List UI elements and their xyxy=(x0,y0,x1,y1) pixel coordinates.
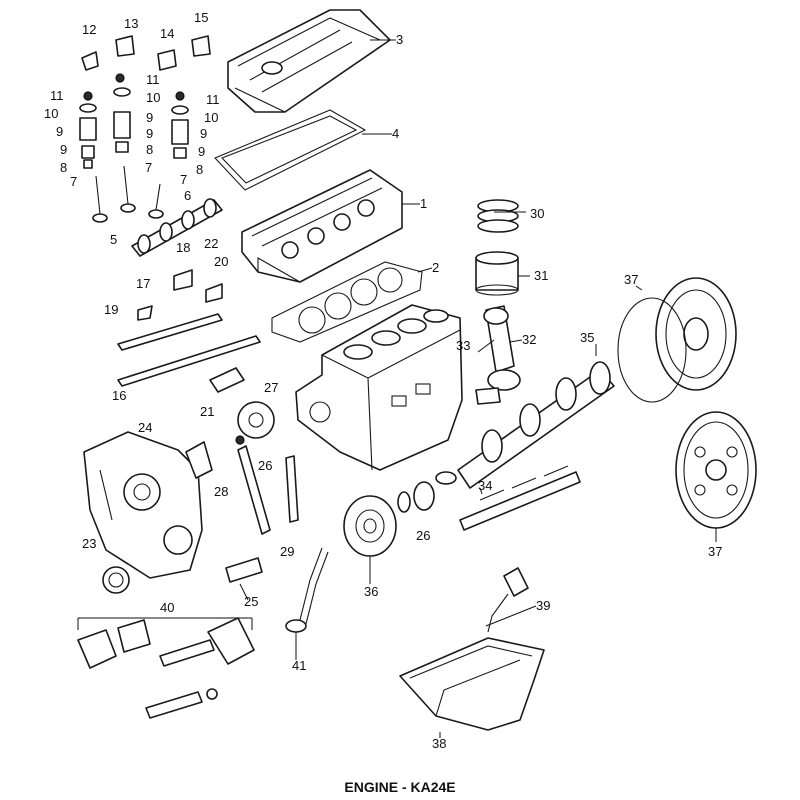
crank-sprocket xyxy=(397,471,457,513)
engine-block xyxy=(295,304,463,471)
cylinder-head xyxy=(241,169,403,283)
callout-9d: 9 xyxy=(146,126,153,141)
camshaft xyxy=(131,198,223,257)
callout-9c: 9 xyxy=(146,110,153,125)
valve-train xyxy=(79,35,211,223)
rocker-shafts xyxy=(117,269,261,393)
callout-7c: 7 xyxy=(180,172,187,187)
piston-rings xyxy=(477,199,519,233)
callout-25: 25 xyxy=(244,594,258,609)
valve-cover-gasket xyxy=(214,109,367,191)
callout-13: 13 xyxy=(124,16,138,31)
callout-17: 17 xyxy=(136,276,150,291)
callout-30: 30 xyxy=(530,206,544,221)
flywheel xyxy=(617,277,737,403)
callout-10b: 10 xyxy=(146,90,160,105)
main-bearings xyxy=(459,465,581,531)
callout-27: 27 xyxy=(264,380,278,395)
callout-40: 40 xyxy=(160,600,174,615)
callout-11a: 11 xyxy=(50,88,64,103)
callout-14: 14 xyxy=(160,26,174,41)
leader-lines xyxy=(77,39,717,738)
callout-36: 36 xyxy=(364,584,378,599)
callout-16: 16 xyxy=(112,388,126,403)
callout-37a: 37 xyxy=(624,272,638,287)
head-gasket xyxy=(271,261,423,343)
flexplate xyxy=(675,411,757,529)
callout-3: 3 xyxy=(396,32,403,47)
crankshaft xyxy=(457,361,615,489)
chain-tensioner xyxy=(185,441,213,479)
callout-10a: 10 xyxy=(44,106,58,121)
callout-41: 41 xyxy=(292,658,306,673)
callout-9f: 9 xyxy=(198,144,205,159)
callout-4: 4 xyxy=(392,126,399,141)
callout-34: 34 xyxy=(478,478,492,493)
callout-labels: 1 2 3 4 5 6 7 7 7 8 8 8 9 9 9 9 9 9 10 1… xyxy=(44,10,722,751)
oil-pan xyxy=(399,637,545,731)
callout-37b: 37 xyxy=(708,544,722,559)
callout-35: 35 xyxy=(580,330,594,345)
diagram-caption: ENGINE - KA24E xyxy=(344,779,455,795)
callout-32: 32 xyxy=(522,332,536,347)
callout-19: 19 xyxy=(104,302,118,317)
callout-28: 28 xyxy=(214,484,228,499)
callout-23: 23 xyxy=(82,536,96,551)
valve-cover xyxy=(227,9,391,113)
callout-26a: 26 xyxy=(258,458,272,473)
callout-18: 18 xyxy=(176,240,190,255)
callout-7a: 7 xyxy=(70,174,77,189)
callout-24: 24 xyxy=(138,420,152,435)
callout-9e: 9 xyxy=(200,126,207,141)
callout-26b: 26 xyxy=(416,528,430,543)
crank-pulley xyxy=(343,495,397,557)
oil-pump-drive xyxy=(225,557,263,583)
callout-15: 15 xyxy=(194,10,208,25)
callout-29: 29 xyxy=(280,544,294,559)
piston xyxy=(475,251,519,296)
callout-8a: 8 xyxy=(60,160,67,175)
callout-9a: 9 xyxy=(56,124,63,139)
timing-chain-guides xyxy=(237,445,299,535)
callout-31: 31 xyxy=(534,268,548,283)
callout-7b: 7 xyxy=(145,160,152,175)
oil-pump-assembly xyxy=(77,617,255,719)
callout-1: 1 xyxy=(420,196,427,211)
callout-21: 21 xyxy=(200,404,214,419)
callout-11c: 11 xyxy=(206,92,220,107)
callout-10c: 10 xyxy=(204,110,218,125)
callout-38: 38 xyxy=(432,736,446,751)
callout-12: 12 xyxy=(82,22,96,37)
callout-2: 2 xyxy=(432,260,439,275)
callout-20: 20 xyxy=(214,254,228,269)
cam-sprocket xyxy=(235,401,275,445)
callout-5: 5 xyxy=(110,232,117,247)
oil-level-sensor xyxy=(487,567,529,633)
callout-8c: 8 xyxy=(196,162,203,177)
connecting-rod xyxy=(475,305,521,405)
timing-cover xyxy=(83,431,203,579)
callout-11b: 11 xyxy=(146,72,160,87)
callout-8b: 8 xyxy=(146,142,153,157)
callout-39: 39 xyxy=(536,598,550,613)
callout-33: 33 xyxy=(456,338,470,353)
oil-pickup-tube xyxy=(285,547,329,633)
callout-22: 22 xyxy=(204,236,218,251)
callout-6: 6 xyxy=(184,188,191,203)
callout-9b: 9 xyxy=(60,142,67,157)
front-seal xyxy=(102,566,130,594)
